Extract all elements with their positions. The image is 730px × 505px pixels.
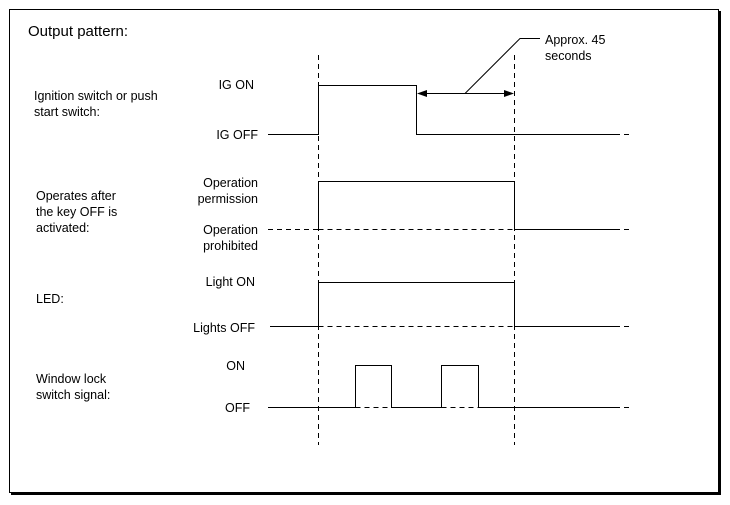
frame-shadow-right [719,11,721,495]
operation-waveform [314,181,615,230]
state-label-operation-prohibited: Operation prohibited [203,223,258,253]
duration-arrowhead-right [504,90,514,97]
duration-leader-line [464,38,540,94]
diagram-title: Output pattern: [28,23,129,40]
state-label-operation-permission: Operation permission [197,176,258,206]
state-label-lights-off: Lights OFF [193,321,255,335]
state-label-ig-on: IG ON [218,78,254,92]
duration-arrowhead-left [417,90,427,97]
row-label-ignition: Ignition switch or push start switch: [34,89,158,119]
state-label-ig-off: IG OFF [216,128,258,142]
led-waveform [270,282,615,327]
window-lock-waveform [268,365,615,408]
state-label-light-on: Light ON [205,275,255,289]
row-label-window-lock: Window lock switch signal: [36,372,111,402]
state-label-off: OFF [225,401,250,415]
row-label-led: LED: [36,292,64,306]
duration-annotation: Approx. 45 seconds [545,33,606,63]
diagram-frame [9,9,719,493]
frame-shadow-bottom [11,493,721,495]
row-label-key-off: Operates after the key OFF is activated: [36,189,118,235]
state-label-on: ON [226,359,245,373]
ignition-waveform [268,85,615,135]
